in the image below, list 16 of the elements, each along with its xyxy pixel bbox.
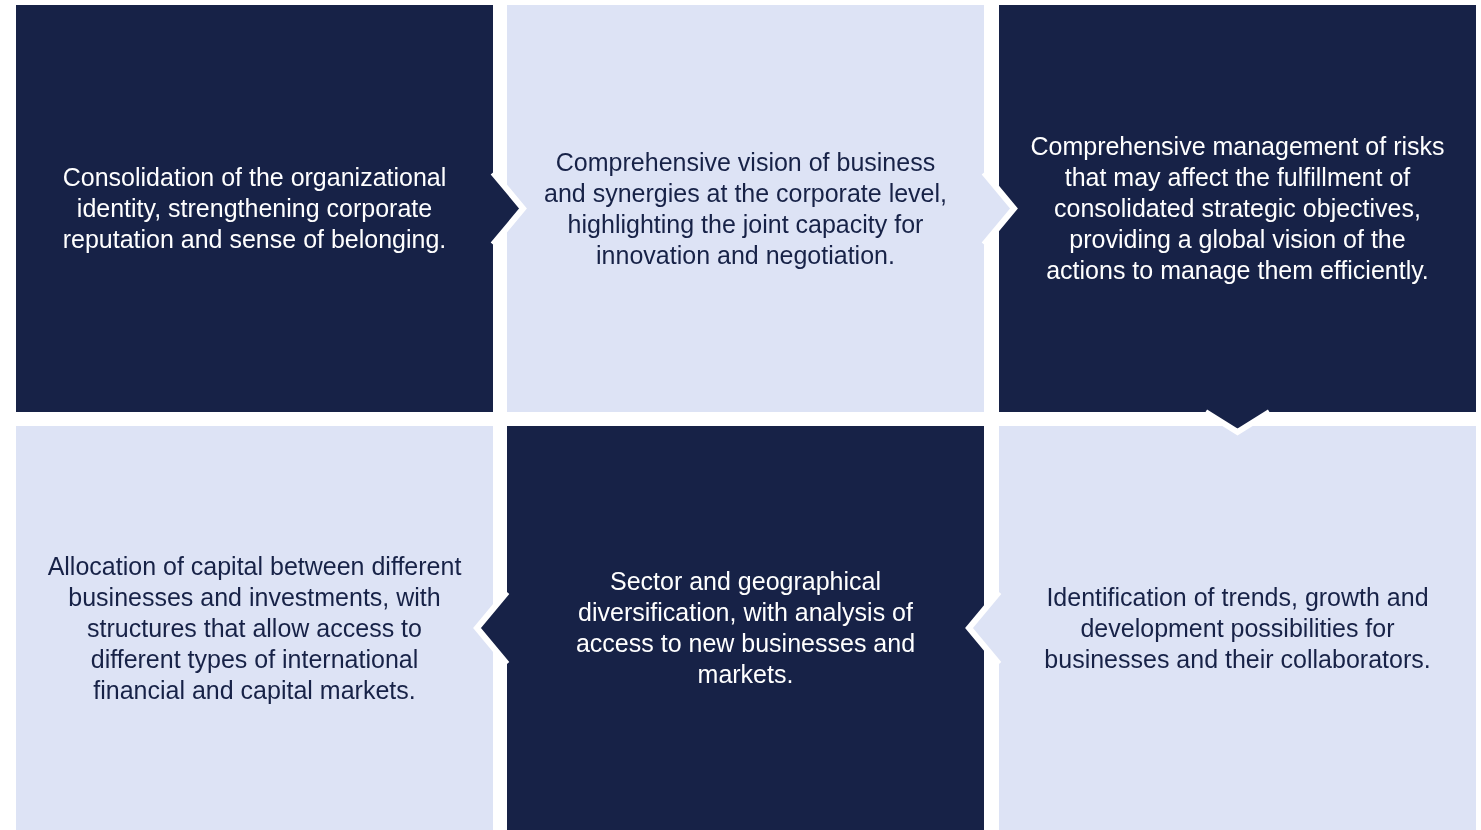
chevron-arrow	[1202, 409, 1273, 436]
box-text: Allocation of capital between different businesses and investments, with structures that allow access to different types of international financial and capital markets.	[46, 550, 463, 706]
process-box	[16, 426, 493, 830]
process-box	[999, 5, 1476, 412]
box-text: Identification of trends, growth and development possibilities for businesses and their collaborators.	[1043, 581, 1432, 675]
process-box	[507, 426, 984, 830]
box-text: Consolidation of the organizational identity, strengthening corporate reputation and sense of belonging.	[61, 162, 448, 255]
chevron-arrow	[965, 589, 1002, 667]
chevron-arrow	[490, 169, 527, 248]
process-box	[999, 426, 1476, 830]
box-text: Comprehensive management of risks that may affect the fulfillment of consolidated strategic objectives, providing a global vision of the actions to manage them efficiently.	[1029, 131, 1446, 286]
chevron-arrow	[473, 589, 510, 667]
box-text: Comprehensive vision of business and synergies at the corporate level, highlighting the joint capacity for innovation and negotiation.	[543, 146, 948, 271]
process-box	[507, 5, 984, 412]
box-text: Sector and geographical diversification, with analysis of access to new businesses and markets.	[574, 566, 917, 690]
process-box	[16, 5, 493, 412]
